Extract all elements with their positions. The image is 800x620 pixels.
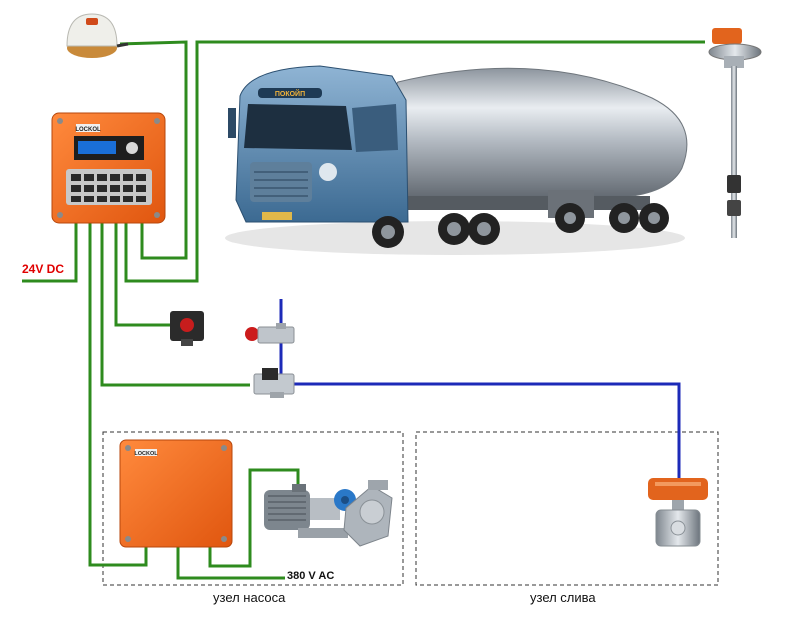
controller-brand: LOCKOL (75, 127, 101, 133)
wire-solenoid (100, 222, 250, 387)
air-line-valve (293, 382, 681, 478)
wire-level-gauge (124, 40, 705, 283)
air-lines (279, 299, 681, 478)
pump-unit-frame (102, 431, 404, 586)
wire-stop-button (114, 222, 170, 327)
motor-pump-icon (264, 480, 393, 547)
level-probe-icon (708, 28, 762, 238)
pneumatic-ball-valve-icon (648, 478, 708, 547)
truck-sign: ПОКОЙП (275, 89, 305, 98)
ac-supply-label: 380 V AC (287, 570, 335, 582)
pump-control-box-icon: LOCKOL (119, 439, 233, 548)
dome-sensor-icon (66, 13, 129, 58)
pump-unit-label: узел насоса (213, 590, 286, 605)
emergency-stop-icon (170, 311, 204, 346)
wire-power (22, 222, 78, 283)
drain-unit-frame (415, 431, 719, 586)
tanker-truck-icon: ПОКОЙП (225, 65, 688, 255)
signal-wires (22, 40, 705, 580)
wire-controller-box (88, 222, 148, 567)
air-pushbutton-icon (245, 323, 295, 344)
wire-grounding-sensor (119, 40, 188, 260)
wire-pump-motor (208, 468, 300, 568)
power-supply-label: 24V DC (22, 262, 65, 276)
wire-ac-power (176, 545, 285, 580)
control-panel-icon: LOCKOL (51, 112, 166, 224)
solenoid-valve-icon (253, 368, 295, 398)
box-brand: LOCKOL (134, 451, 158, 457)
drain-unit-label: узел слива (530, 590, 596, 605)
